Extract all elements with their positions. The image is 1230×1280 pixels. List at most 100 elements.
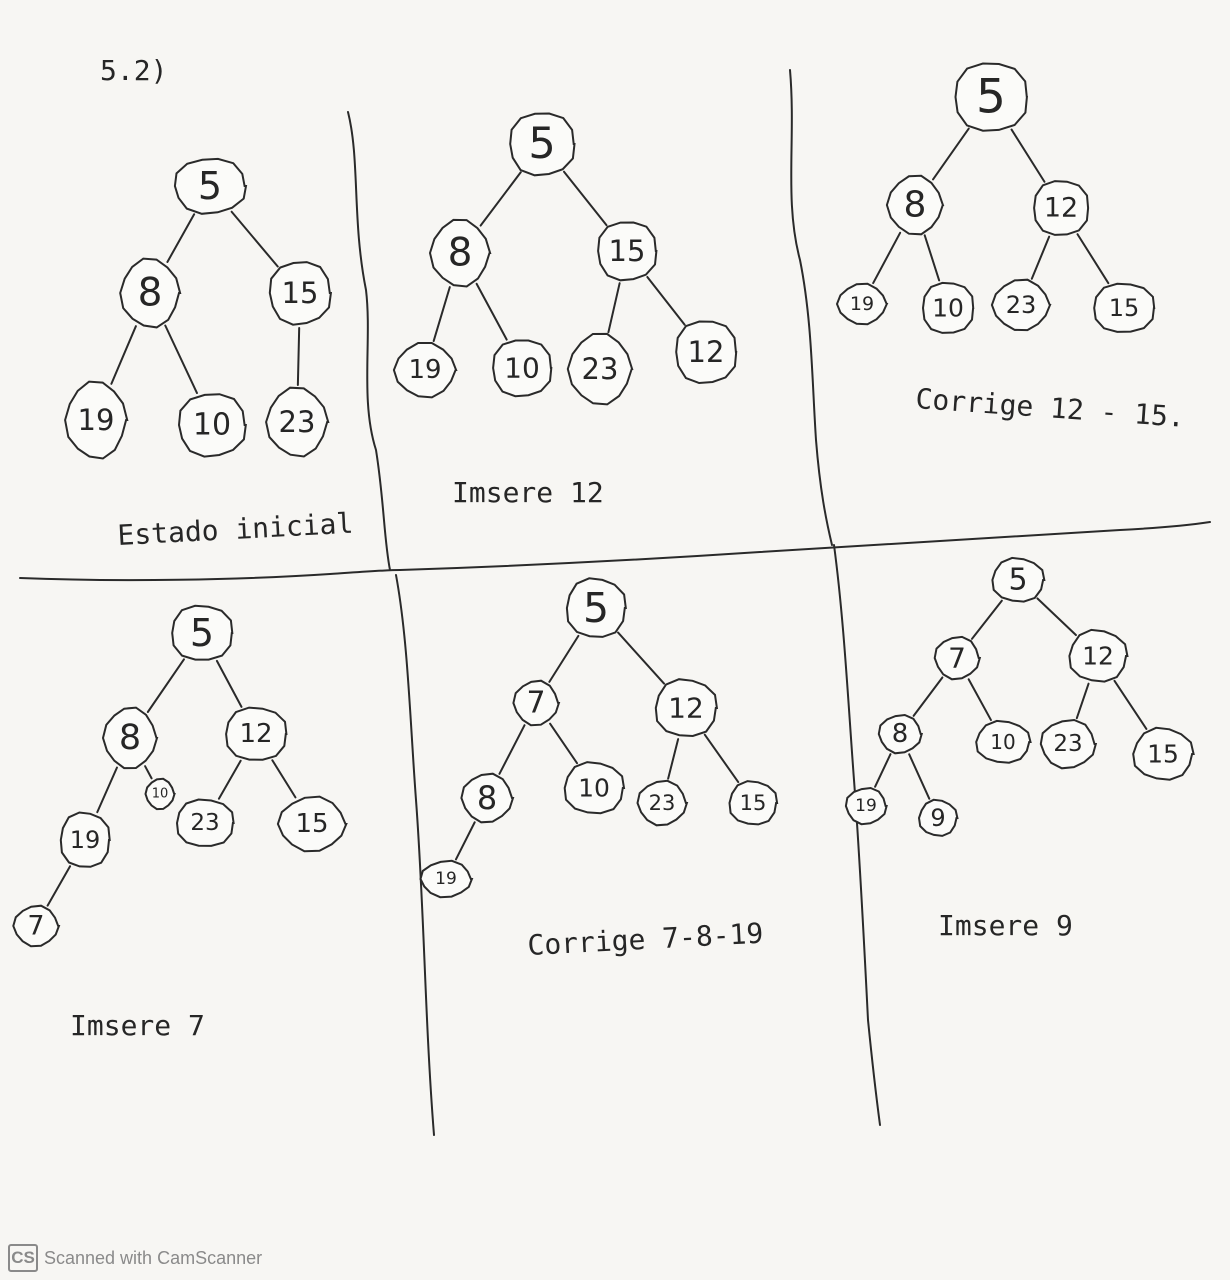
tree-node: 15 bbox=[1132, 726, 1195, 781]
panel-caption: Imsere 7 bbox=[70, 1009, 205, 1042]
node-circle bbox=[509, 112, 576, 177]
node-circle bbox=[917, 798, 959, 837]
panel-caption: Corrige 7-8-19 bbox=[527, 917, 764, 962]
tree-node: 15 bbox=[597, 221, 658, 282]
tree-edge bbox=[563, 170, 608, 227]
camscanner-logo: CS bbox=[8, 1244, 38, 1272]
tree-node: 8 bbox=[101, 706, 159, 770]
tree-edge bbox=[110, 325, 137, 385]
exercise-header: 5.2) bbox=[100, 54, 167, 87]
tree-edge bbox=[967, 678, 992, 722]
node-label: 12 bbox=[688, 335, 725, 369]
tree-edge bbox=[617, 631, 666, 685]
tree-node: 12 bbox=[654, 678, 719, 738]
tree-edge bbox=[146, 658, 185, 713]
node-label: 10 bbox=[578, 774, 610, 803]
node-circle bbox=[1132, 726, 1195, 781]
tree-edge bbox=[96, 766, 118, 814]
tree-edge bbox=[1113, 679, 1148, 730]
panel-caption: Estado inicial bbox=[117, 507, 354, 552]
node-circle bbox=[597, 221, 658, 282]
node-label: 5 bbox=[1008, 563, 1027, 598]
panel-caption: Imsere 12 bbox=[452, 476, 604, 509]
node-label: 15 bbox=[740, 791, 767, 815]
tree-node: 8 bbox=[877, 713, 924, 755]
tree-node: 12 bbox=[1033, 180, 1090, 236]
node-circle bbox=[566, 332, 634, 406]
node-label: 5 bbox=[528, 119, 555, 169]
node-circle bbox=[177, 393, 247, 458]
tree-edge bbox=[607, 282, 621, 334]
tree-node: 7 bbox=[933, 635, 982, 681]
tree-node: 23 bbox=[566, 332, 634, 406]
tree-node: 9 bbox=[917, 798, 959, 837]
node-label: 5 bbox=[583, 584, 609, 632]
tree-node: 12 bbox=[675, 320, 738, 385]
node-label: 9 bbox=[930, 804, 945, 832]
tree-edge bbox=[475, 282, 508, 341]
tree-node: 12 bbox=[225, 706, 288, 761]
tree-edge bbox=[432, 286, 451, 343]
tree-edge bbox=[548, 634, 580, 683]
node-label: 12 bbox=[1044, 193, 1078, 224]
node-label: 12 bbox=[239, 719, 272, 749]
node-circle bbox=[59, 811, 111, 868]
node-circle bbox=[877, 713, 924, 755]
node-label: 19 bbox=[408, 355, 441, 385]
node-circle bbox=[225, 706, 288, 761]
node-circle bbox=[173, 157, 248, 215]
tree-edge bbox=[703, 733, 740, 784]
tree-node: 19 bbox=[59, 811, 111, 868]
node-circle bbox=[265, 386, 330, 458]
tree-edge bbox=[166, 213, 196, 263]
node-label: 8 bbox=[904, 185, 927, 226]
node-circle bbox=[728, 780, 779, 826]
tree-node: 19 bbox=[844, 786, 888, 826]
node-label: 8 bbox=[119, 718, 141, 758]
panel-caption: Corrige 12 - 15. bbox=[915, 382, 1186, 434]
tree-edge bbox=[912, 676, 944, 717]
tree-node: 15 bbox=[276, 795, 348, 853]
tree-node: 10 bbox=[177, 393, 247, 458]
node-circle bbox=[175, 798, 235, 847]
divider-vertical-top-right bbox=[789, 69, 833, 546]
node-label: 12 bbox=[668, 692, 704, 725]
node-circle bbox=[12, 904, 61, 948]
tree-edge bbox=[874, 753, 892, 788]
node-circle bbox=[563, 761, 626, 815]
tree-edge bbox=[549, 722, 579, 765]
tree-node: 15 bbox=[1093, 282, 1156, 333]
tree-edge bbox=[215, 659, 243, 708]
node-circle bbox=[1033, 180, 1090, 236]
tree-node: 10 bbox=[563, 761, 626, 815]
node-circle bbox=[954, 62, 1029, 132]
node-circle bbox=[835, 282, 889, 326]
node-circle bbox=[268, 261, 333, 326]
tree-edge bbox=[164, 324, 198, 395]
tree-edge bbox=[1010, 128, 1046, 183]
node-label: 10 bbox=[990, 730, 1015, 754]
node-label: 23 bbox=[1006, 291, 1037, 319]
tree-node: 5 bbox=[509, 112, 576, 177]
node-label: 23 bbox=[582, 352, 619, 386]
tree-node: 8 bbox=[460, 772, 515, 824]
tree-node: 8 bbox=[428, 218, 492, 288]
node-label: 15 bbox=[1147, 740, 1179, 769]
node-label: 15 bbox=[1109, 294, 1140, 322]
tree-node: 19 bbox=[835, 282, 889, 326]
node-label: 8 bbox=[448, 231, 473, 276]
tree-node: 12 bbox=[1068, 628, 1129, 683]
tree-edge bbox=[908, 753, 931, 800]
node-circle bbox=[885, 174, 945, 236]
node-circle bbox=[1068, 628, 1129, 683]
node-circle bbox=[921, 281, 975, 334]
node-label: 23 bbox=[1053, 731, 1082, 757]
tree-edge bbox=[144, 765, 153, 780]
node-circle bbox=[171, 604, 234, 661]
tree-edge bbox=[296, 326, 301, 387]
node-label: 5 bbox=[190, 611, 214, 655]
